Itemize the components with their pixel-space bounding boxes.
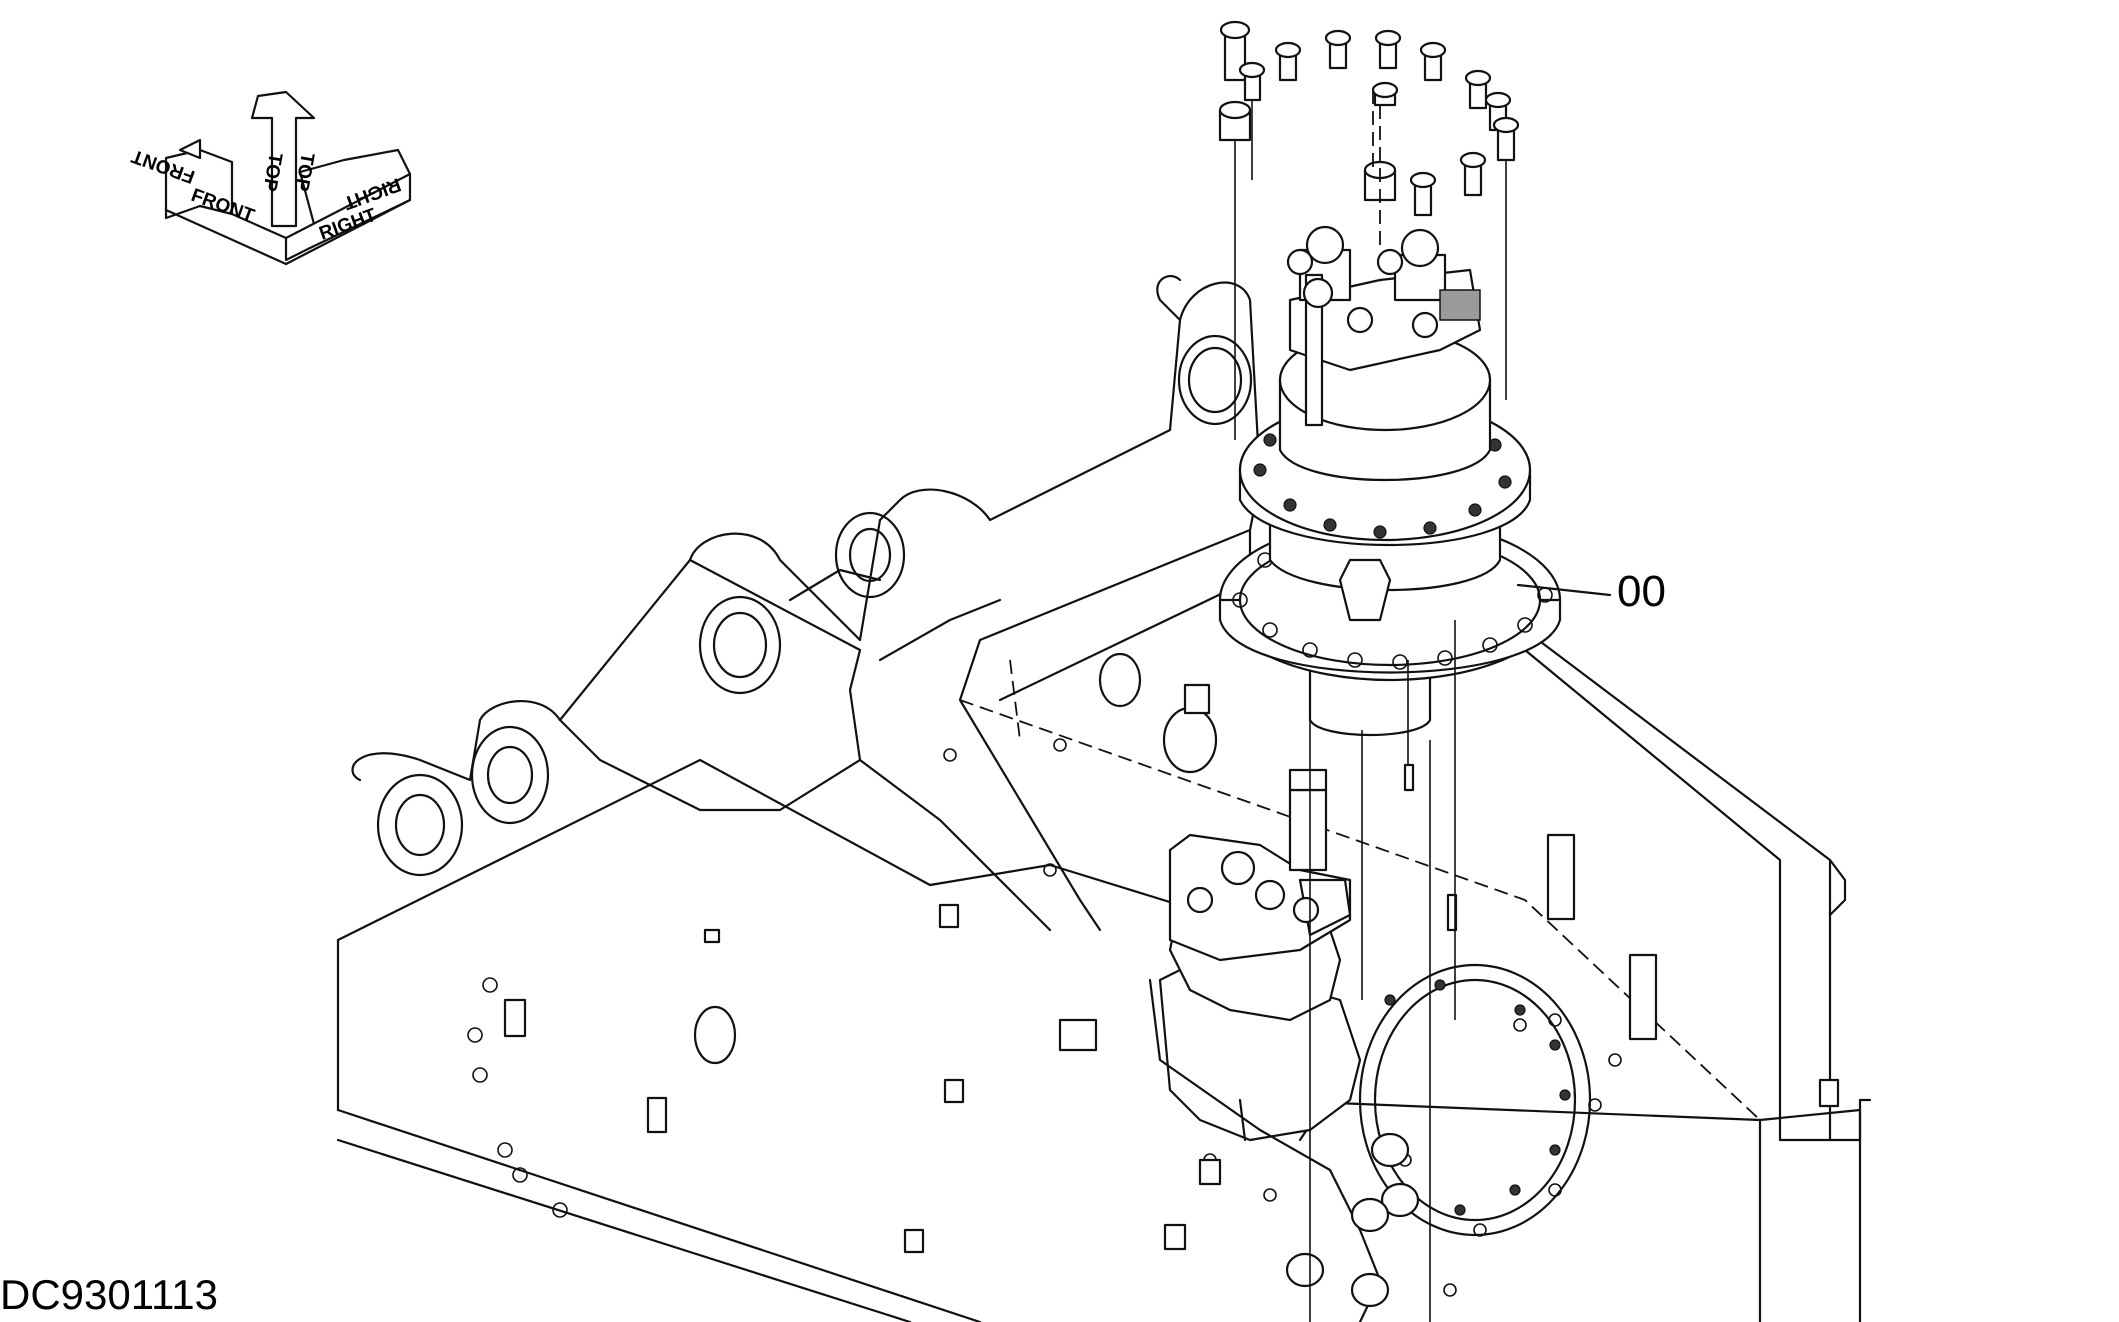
mounting-bolts — [1218, 20, 1520, 1322]
installed-swing-motor — [1148, 768, 1592, 1322]
orientation-arrows-icon: FRONT FRONT TOP TOP RIGHT RIGHT — [129, 90, 412, 266]
upper-frame — [336, 275, 1872, 1322]
figure-id: DC9301113 — [0, 1271, 218, 1318]
part-callout-00: 00 — [1617, 567, 1666, 616]
exploded-swing-motor — [1218, 225, 1612, 737]
